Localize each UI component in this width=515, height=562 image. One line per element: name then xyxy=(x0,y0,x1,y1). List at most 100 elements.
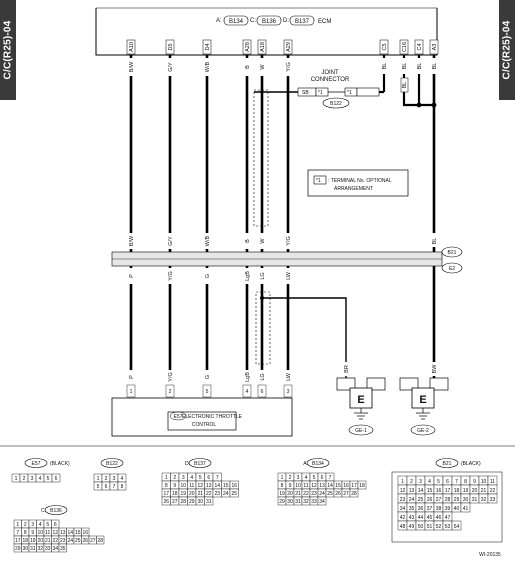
b137-prefix: D: xyxy=(185,461,190,467)
wire-code-bg xyxy=(166,268,174,284)
b21-legend-frame xyxy=(391,471,503,543)
b137-pin: 13 xyxy=(206,483,212,489)
wire-code-upper: Y/G xyxy=(286,62,292,71)
wire-code-b21-top: Y/G xyxy=(286,236,292,245)
wire-code-bg xyxy=(342,362,350,376)
b134-pin: 33 xyxy=(311,499,317,505)
ecm-conn-a: B134 xyxy=(229,19,244,25)
b136-pin: 8 xyxy=(24,530,27,536)
b136-pin: 14 xyxy=(67,530,73,536)
b122-cell xyxy=(117,481,127,491)
wire-code-bg xyxy=(166,370,174,384)
b122-pin: 1 xyxy=(97,476,100,482)
e57-pin: 5 xyxy=(47,476,50,482)
b136-pin: 11 xyxy=(45,530,50,536)
wire-code-b21-bottom: LW xyxy=(286,271,292,280)
b137-pin: 10 xyxy=(180,483,186,489)
b137-pin: 27 xyxy=(172,499,178,505)
b122-pin: 7 xyxy=(113,484,116,490)
b137-pin: 19 xyxy=(180,491,186,497)
b134-pin: 32 xyxy=(303,499,309,505)
b21-legend-pin: 15 xyxy=(427,488,433,494)
ecm-pin-label: A3 xyxy=(432,44,438,51)
e57-cell xyxy=(51,473,61,483)
throttle-control-box: E57 ELECTRONIC THROTTLE CONTROL xyxy=(111,397,293,437)
throttle-pin-number: 5 xyxy=(206,389,209,395)
wire-code-bg xyxy=(258,58,266,76)
b21-legend-pin: 31 xyxy=(472,497,478,503)
b21-legend-cell xyxy=(460,502,471,513)
ecm-pin-box xyxy=(202,39,212,55)
ecm-pin-box xyxy=(414,39,424,55)
b136-pin: 23 xyxy=(60,538,66,544)
b134-pin: 34 xyxy=(319,499,325,505)
b21-legend-pin: 43 xyxy=(409,515,415,521)
ground-ge2: E GE-2 xyxy=(399,377,449,436)
throttle-pin-number: 2 xyxy=(169,389,172,395)
b137-code-oval xyxy=(188,458,212,468)
b137-pin: 28 xyxy=(180,499,186,505)
b137-pin: 14 xyxy=(214,483,220,489)
b21-legend-pin: 5 xyxy=(437,479,440,485)
wire-code-bg xyxy=(127,233,135,249)
wire-code-bg xyxy=(127,268,135,284)
ecm-pin-label: A28 xyxy=(245,42,251,52)
wire-code-bg xyxy=(127,58,135,76)
wire-code-bg xyxy=(284,58,292,76)
wire-code-upper: B xyxy=(245,65,251,69)
b134-pin: 17 xyxy=(351,483,357,489)
b21-legend-code: B21 xyxy=(443,461,452,467)
throttle-pin-box xyxy=(126,384,136,398)
throttle-pin-code: LG xyxy=(260,373,266,380)
b21-legend-pin: 21 xyxy=(481,488,487,494)
b21-legend-pin: 37 xyxy=(427,506,433,512)
ground-ge2-symbol: E xyxy=(419,394,426,406)
b137-pin: 7 xyxy=(216,475,219,481)
b21-legend-pin: 42 xyxy=(400,515,406,521)
b21-legend-pin: 41 xyxy=(463,506,469,512)
b21-legend-pin: 14 xyxy=(418,488,424,494)
e57-code-oval xyxy=(24,458,48,468)
throttle-pin-code: LW xyxy=(286,372,292,381)
wire-code-bg xyxy=(258,268,266,284)
b134-pin: 31 xyxy=(295,499,301,505)
figure-id: WI-20135 xyxy=(479,552,501,558)
b21-legend-pin: 17 xyxy=(445,488,451,494)
b137-pin: 29 xyxy=(189,499,195,505)
b21-legend-pin: 53 xyxy=(445,524,451,530)
wire-code-bg xyxy=(166,58,174,76)
b21-legend-color: (BLACK) xyxy=(461,461,481,467)
b136-pin: 16 xyxy=(82,530,88,536)
wire-code-bg xyxy=(243,370,251,384)
b21-legend-pin: 46 xyxy=(436,515,442,521)
b136-pin: 17 xyxy=(15,538,21,544)
b137-pin: 1 xyxy=(165,475,168,481)
b137-pin: 15 xyxy=(223,483,229,489)
b21-legend-pin: 47 xyxy=(445,515,451,521)
ground-ge1: E GE-1 xyxy=(336,377,386,436)
b136-pin: 5 xyxy=(46,522,49,528)
b21-legend-pin: 35 xyxy=(409,506,415,512)
b134-pin: 1 xyxy=(281,475,284,481)
b134-pin: 3 xyxy=(297,475,300,481)
b122-code-oval xyxy=(100,458,124,468)
b134-pin: 25 xyxy=(327,491,333,497)
b134-pin: 13 xyxy=(319,483,325,489)
ecm-box: A: B134 C: B136 D: B137 ECM xyxy=(95,7,438,56)
ground-ge1-symbol: E xyxy=(357,394,364,406)
throttle-pin-code: G xyxy=(205,375,211,379)
b137-pin: 21 xyxy=(197,491,203,497)
b136-pin: 30 xyxy=(22,546,28,552)
b122-pin: 2 xyxy=(105,476,108,482)
wire-code-bg xyxy=(203,268,211,284)
b136-code-oval xyxy=(44,505,68,515)
b21-legend-pin: 39 xyxy=(445,506,451,512)
throttle-pin-code: P xyxy=(129,375,135,379)
ecm-label-a: A: xyxy=(216,18,222,24)
b21-legend-pin: 38 xyxy=(436,506,442,512)
b21-legend-pin: 7 xyxy=(455,479,458,485)
b137-code: B137 xyxy=(194,461,206,467)
b134-pin: 9 xyxy=(289,483,292,489)
note-line2: ARRANGEMENT xyxy=(334,186,373,192)
